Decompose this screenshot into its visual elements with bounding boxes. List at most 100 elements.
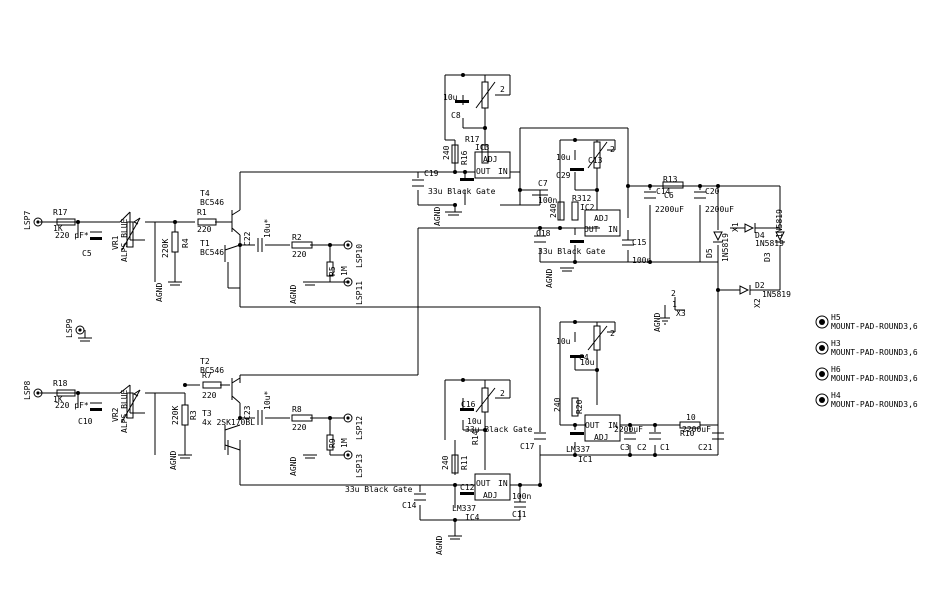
label-ic1-adj: ADJ [594, 433, 608, 442]
label-ic3-out: OUT [476, 167, 491, 176]
label-c11: C11 [512, 510, 527, 519]
label-r11: R11 [460, 455, 469, 470]
label-c19-value: 33u Black Gate [428, 187, 496, 196]
label-ic2: IC2 [580, 203, 595, 212]
component-labels: LSP7 R17 1K 220 pF* C5 VR1 ALPS BLUE 220… [23, 85, 918, 555]
label-c1-value: 2200uF [614, 425, 643, 434]
label-c10: C10 [78, 417, 93, 426]
label-c17-value: 33u Black Gate [465, 425, 533, 434]
label-ic1-value: LM337 [566, 445, 590, 454]
label-r7: R7 [202, 371, 212, 380]
label-h3-mount: MOUNT-PAD-ROUND3,6 [831, 348, 918, 357]
label-c1: C1 [660, 443, 670, 452]
label-agnd-4: AGND [289, 457, 298, 476]
label-h3: H3 [831, 339, 841, 348]
label-r312: R312 [572, 194, 591, 203]
label-c17: C17 [520, 442, 535, 451]
label-ic4-pot-pin2: 2 [500, 389, 505, 398]
label-c11-value: 100n [512, 492, 531, 501]
label-c18: C18 [536, 229, 551, 238]
label-x1: X1 [731, 222, 740, 232]
label-c14b: C14 [402, 501, 417, 510]
label-c7-value: 100n [538, 196, 557, 205]
label-c2: C2 [637, 443, 647, 452]
diode-symbols [713, 223, 785, 295]
label-c7: C7 [538, 179, 548, 188]
label-h6: H6 [831, 365, 841, 374]
label-r2-value: 220 [292, 250, 307, 259]
label-h5: H5 [831, 313, 841, 322]
label-h6-mount: MOUNT-PAD-ROUND3,6 [831, 374, 918, 383]
label-ic4-in: IN [498, 479, 508, 488]
label-r2: R2 [292, 233, 302, 242]
label-d5-value: 1N5819 [721, 233, 730, 262]
ground-symbols [78, 211, 574, 540]
label-c15: C15 [632, 238, 647, 247]
wire-net [40, 74, 781, 536]
label-c23: C23 [243, 405, 252, 420]
label-d4-value: 1N5819 [755, 239, 784, 248]
label-lsp12: LSP12 [355, 416, 364, 440]
label-r18: R18 [53, 379, 68, 388]
label-c10-value: 220 pF* [55, 401, 89, 410]
label-c14: C14 [656, 187, 671, 196]
label-r7-value: 220 [202, 391, 217, 400]
label-r9-value: 1M [340, 438, 349, 448]
label-ic1-in: IN [608, 421, 618, 430]
label-ic3-in: IN [498, 167, 508, 176]
label-c4-value: 10u [556, 337, 571, 346]
label-x3-pin2: 2 [671, 289, 676, 298]
label-c21: C21 [698, 443, 713, 452]
label-lsp9: LSP9 [65, 319, 74, 338]
label-c22-value: 10u* [263, 219, 272, 238]
label-t1: T1 [200, 239, 210, 248]
label-c12: C12 [460, 483, 475, 492]
label-c8-value: 10u [443, 93, 458, 102]
label-c4b-value: 10u [580, 358, 595, 367]
label-t1-value: BC546 [200, 248, 224, 257]
label-lsp8: LSP8 [23, 381, 32, 400]
label-c5-value: 220 pF* [55, 231, 89, 240]
label-c29: C29 [556, 171, 571, 180]
label-r17: R17 [53, 208, 68, 217]
label-pot-top: ALPS BLUE [120, 218, 129, 262]
label-c13: C13 [588, 156, 603, 165]
label-r1-value: 220 [197, 225, 212, 234]
label-agnd-7: AGND [653, 313, 662, 332]
label-ic1: IC1 [578, 455, 593, 464]
label-r20: R20 [575, 399, 584, 414]
label-r10-value: 10 [686, 413, 696, 422]
label-ic1-out: OUT [585, 421, 600, 430]
label-pot-bottom: ALPS BLUE [120, 389, 129, 433]
label-d3: D3 [763, 252, 772, 262]
label-r17b: R17 [465, 135, 480, 144]
label-c4: C4 [579, 353, 589, 362]
label-agnd-3: AGND [169, 451, 178, 470]
label-ic2-adj: ADJ [594, 214, 608, 223]
label-r5-value: 1M [340, 266, 349, 276]
label-lsp7: LSP7 [23, 211, 32, 230]
label-ic4-value: LM337 [452, 504, 476, 513]
label-r4: R4 [181, 238, 190, 248]
label-r17-value: 1K [53, 224, 63, 233]
label-h4-mount: MOUNT-PAD-ROUND3,6 [831, 400, 918, 409]
label-r5: R5 [328, 266, 337, 276]
label-d2-value: 1N5819 [762, 290, 791, 299]
label-c6-value: 2200uF [655, 205, 684, 214]
label-d4: D4 [755, 231, 765, 240]
label-t3: T3 [202, 409, 212, 418]
resistor-symbols [56, 144, 701, 474]
label-agnd-8: AGND [435, 536, 444, 555]
label-c23-value: 10u* [263, 391, 272, 410]
label-c8: C8 [451, 111, 461, 120]
label-r8: R8 [292, 405, 302, 414]
label-c18-value: 33u Black Gate [538, 247, 606, 256]
label-ic4: IC4 [465, 513, 480, 522]
label-ic3: IC3 [475, 143, 490, 152]
label-t2: T2 [200, 357, 210, 366]
label-ic3-pot-pin2: 2 [500, 85, 505, 94]
label-agnd-1: AGND [155, 283, 164, 302]
label-r3: R3 [189, 410, 198, 420]
label-c22: C22 [243, 231, 252, 246]
label-d2: D2 [755, 281, 765, 290]
